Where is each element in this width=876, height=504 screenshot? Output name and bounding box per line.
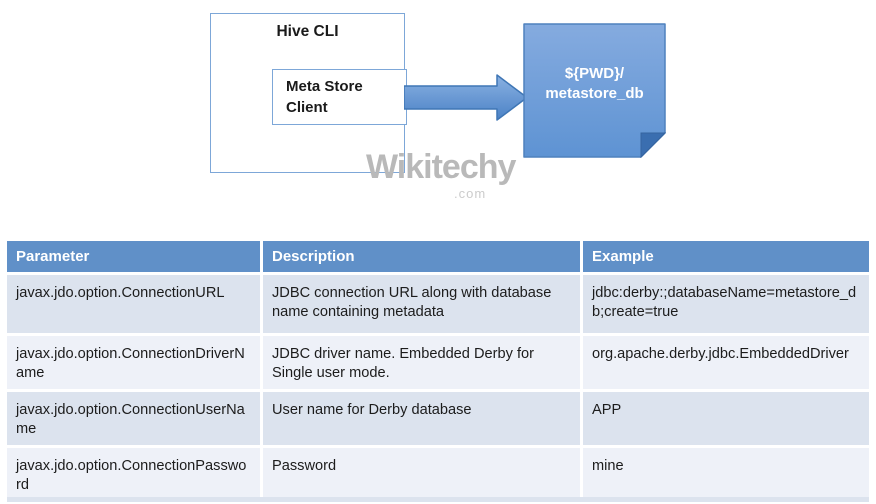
note-line2: metastore_db (545, 84, 644, 102)
watermark-text: Wikitechy (366, 148, 516, 186)
meta-store-client-box: Meta Store Client (272, 69, 407, 125)
note-label: ${PWD}/ metastore_db (523, 23, 666, 158)
column-header: Parameter (7, 241, 263, 275)
table-cell: javax.jdo.option.ConnectionUserName (7, 392, 263, 448)
note-line1: ${PWD}/ (564, 64, 625, 82)
table-cell: javax.jdo.option.ConnectionDriverName (7, 336, 263, 392)
metastore-db-note: ${PWD}/ metastore_db (523, 23, 666, 158)
hive-cli-box: Hive CLI Meta Store Client (210, 13, 407, 173)
hive-cli-label: Hive CLI (276, 23, 339, 40)
table-bottom-strip (7, 497, 869, 502)
right-arrow-icon (404, 74, 528, 121)
table-cell: Password (263, 448, 583, 504)
column-header: Example (583, 241, 869, 275)
table-cell: User name for Derby database (263, 392, 583, 448)
table-cell: javax.jdo.option.ConnectionURL (7, 275, 263, 336)
table-cell: org.apache.derby.jdbc.EmbeddedDriver (583, 336, 869, 392)
watermark-domain-suffix: .com (454, 186, 487, 201)
watermark: Wikitechy .com (366, 150, 536, 205)
table-cell: jdbc:derby:;databaseName=metastore_db;cr… (583, 275, 869, 336)
table-cell: APP (583, 392, 869, 448)
meta-store-client-label: Meta Store Client (286, 78, 363, 116)
table-cell: mine (583, 448, 869, 504)
table-cell: javax.jdo.option.ConnectionPassword (7, 448, 263, 504)
column-header: Description (263, 241, 583, 275)
architecture-diagram: Hive CLI Meta Store Client ${PWD}/ (0, 0, 876, 230)
table-cell: JDBC driver name. Embedded Derby for Sin… (263, 336, 583, 392)
table-cell: JDBC connection URL along with database … (263, 275, 583, 336)
note-fold-corner (640, 132, 666, 158)
folded-note-icon (523, 23, 666, 158)
